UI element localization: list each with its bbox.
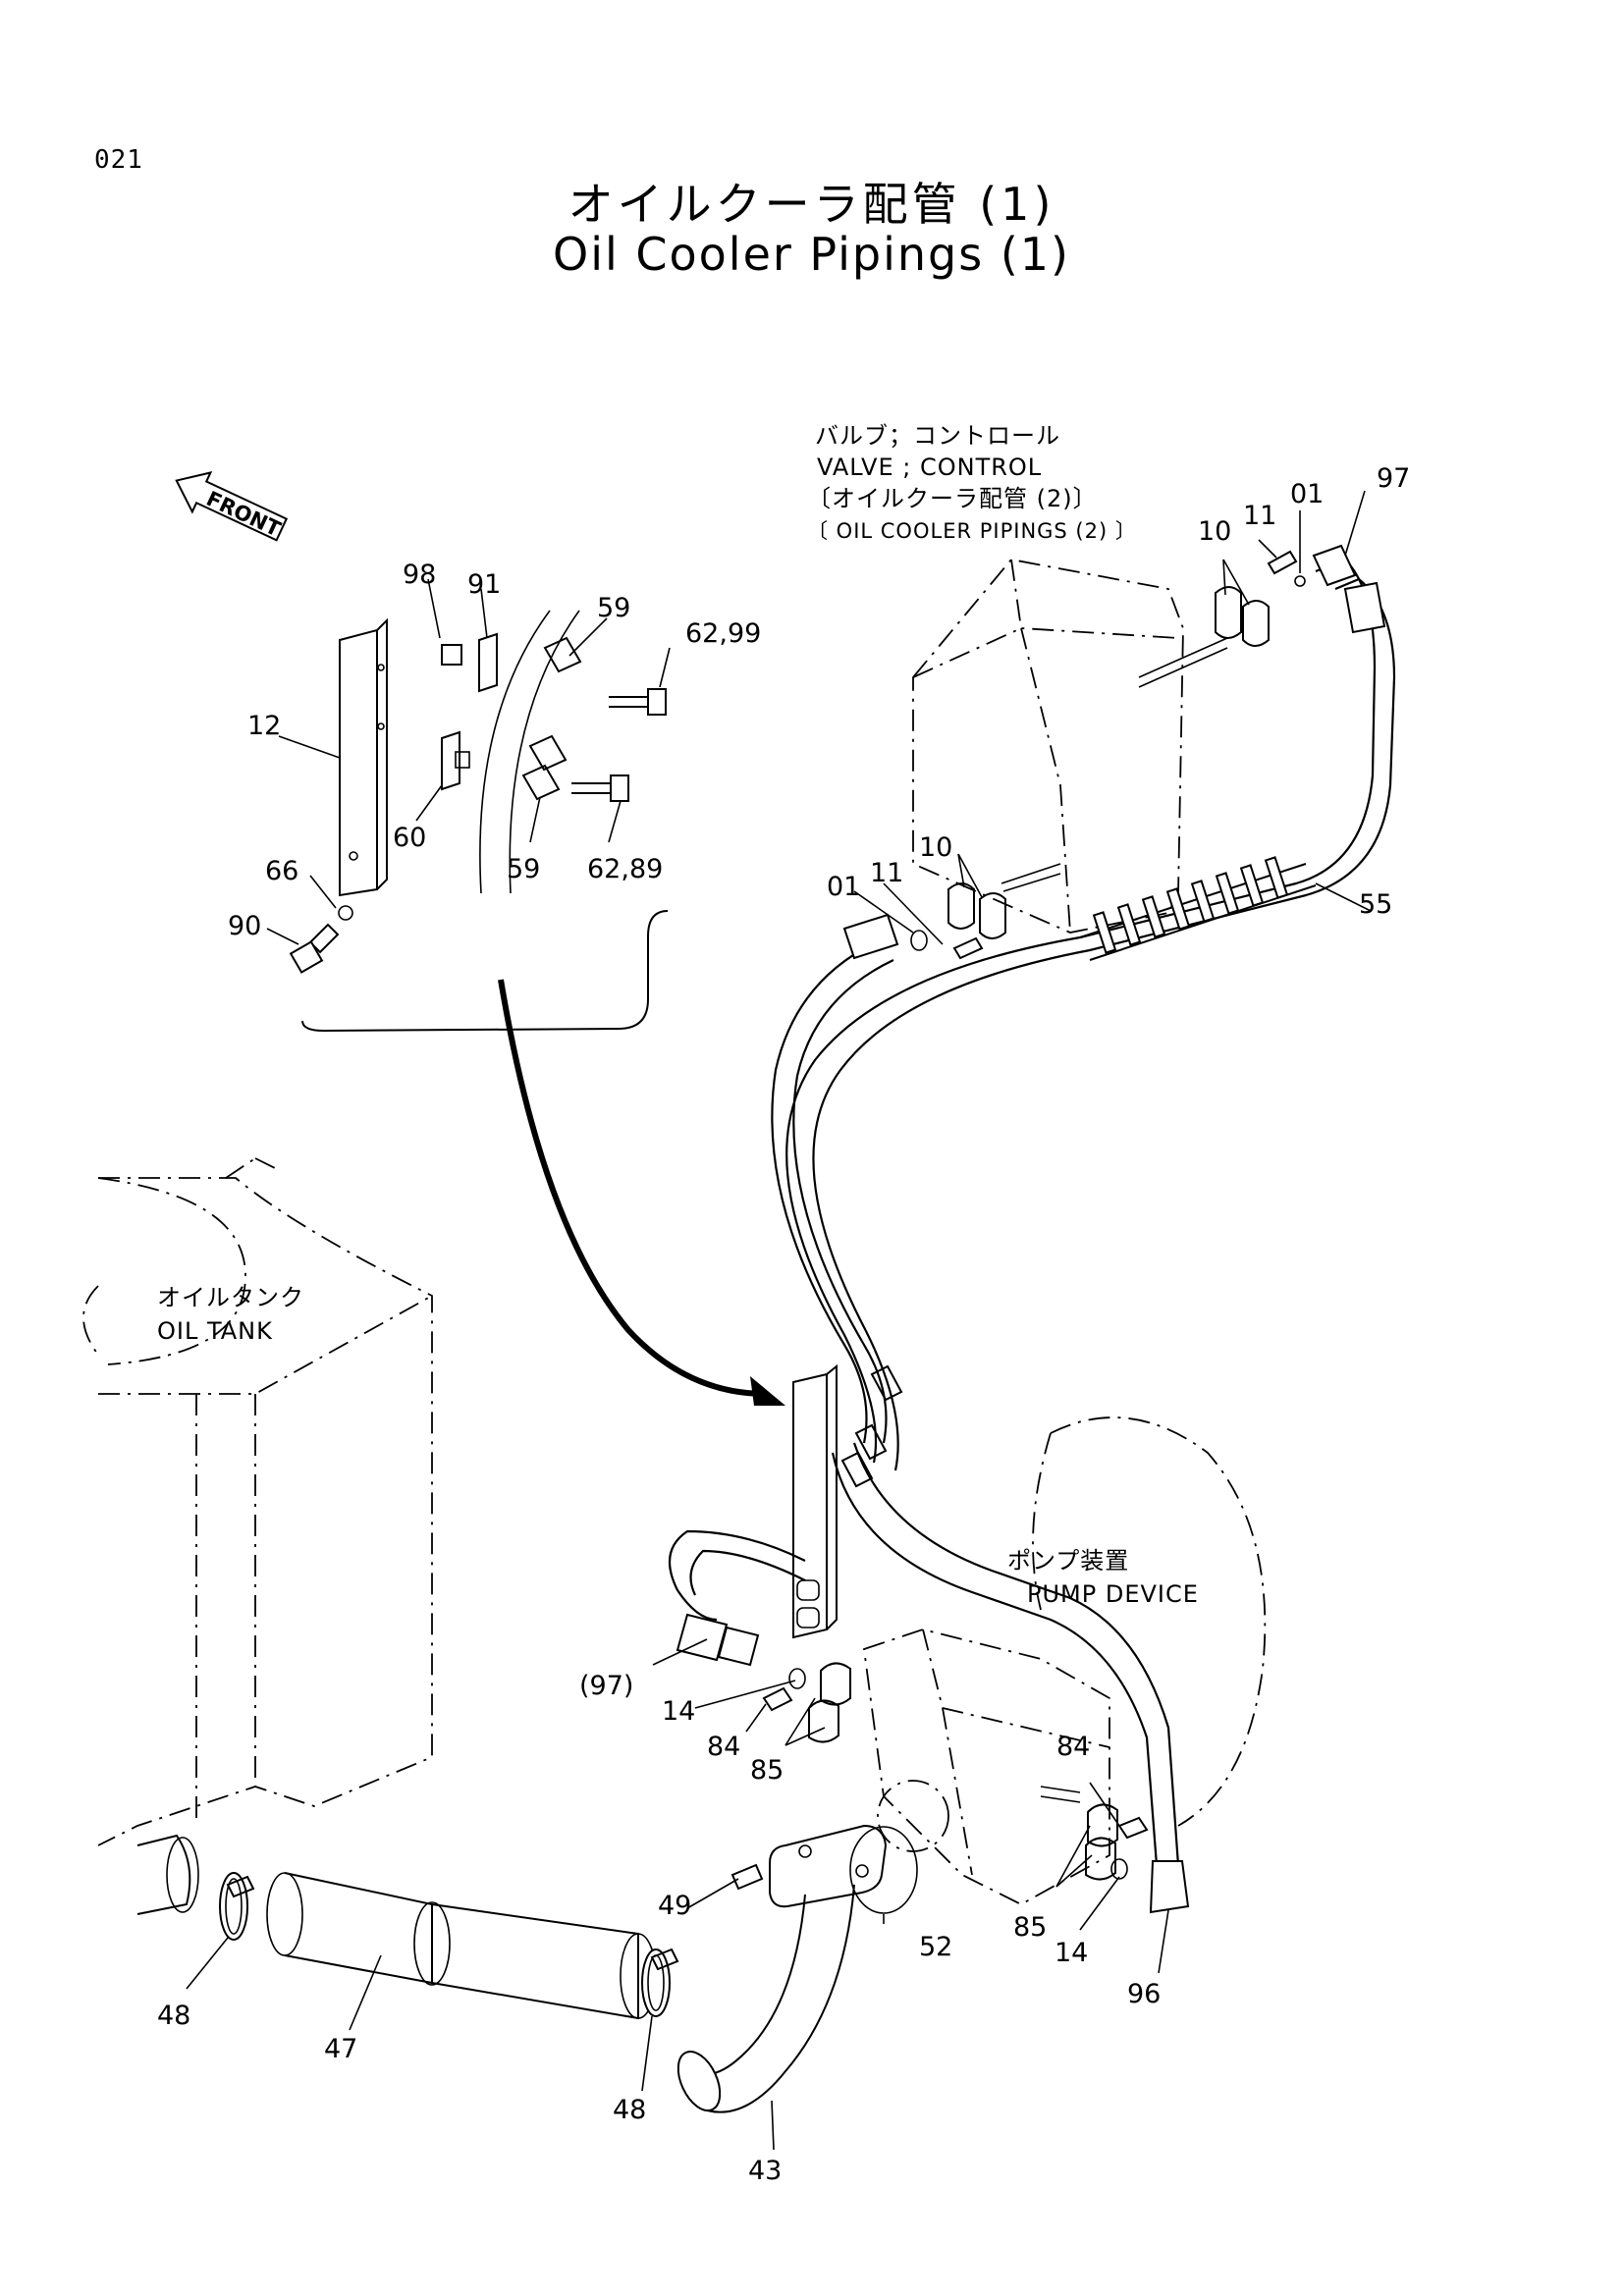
callout-label: 98: [403, 560, 436, 590]
pump-device: [863, 1416, 1267, 1906]
note-ref-en: 〔 OIL COOLER PIPINGS (2) 〕: [807, 519, 1137, 543]
note-tank-jp: オイルタンク: [157, 1284, 304, 1311]
bolt-pump-left: [762, 1686, 793, 1712]
callout-label: 85: [1013, 1912, 1047, 1943]
o-ring-pump-left: [788, 1668, 806, 1689]
callout-label: 43: [748, 2156, 782, 2186]
split-flange-pump-right: [1087, 1803, 1118, 1847]
split-flange-upper: [1215, 586, 1242, 639]
callout-label: 84: [707, 1732, 740, 1762]
hoses: [668, 544, 1396, 1914]
callout-label: 62,99: [685, 618, 761, 649]
callout-label: 59: [507, 854, 540, 884]
callout-label: 12: [247, 711, 281, 741]
callout-label: 62,89: [587, 854, 663, 884]
note-valve-en: VALVE ; CONTROL: [817, 454, 1042, 481]
split-flange-pump-right-2: [1085, 1837, 1116, 1881]
bolt-mid: [952, 936, 984, 960]
split-flange-pump-left-2: [808, 1699, 839, 1743]
callout-label: 01: [1290, 479, 1324, 509]
o-ring-pump-right: [1110, 1858, 1128, 1880]
callout-label: 60: [393, 823, 426, 853]
callout-label: 66: [265, 856, 298, 886]
callout-label: 14: [662, 1696, 695, 1727]
front-arrow-label: FRONT: [202, 487, 285, 542]
oil-tank: [82, 1157, 433, 1846]
callout-label: 14: [1055, 1938, 1088, 1968]
note-ref-jp: 〔オイルクーラ配管 (2)〕: [807, 485, 1098, 512]
split-flange-mid: [947, 882, 975, 930]
note-pump-jp: ポンプ装置: [1007, 1547, 1129, 1575]
o-ring-upper: [1294, 575, 1306, 587]
split-flange-upper-2: [1242, 600, 1270, 647]
page-title-english: Oil Cooler Pipings (1): [553, 228, 1070, 281]
callout-label: 47: [324, 2034, 357, 2064]
front-arrow-icon: FRONT: [175, 471, 289, 542]
callout-label: 11: [870, 858, 903, 888]
callout-label: 97: [1377, 463, 1410, 494]
callout-label: 48: [157, 2001, 190, 2031]
callout-label: 10: [919, 832, 952, 863]
callout-label: 48: [613, 2095, 646, 2125]
page-title-japanese: オイルクーラ配管 (1): [568, 178, 1055, 231]
callout-label: 55: [1359, 889, 1392, 920]
callout-label: 01: [827, 872, 860, 902]
callout-label: 91: [467, 569, 501, 600]
callout-label: 49: [658, 1891, 691, 1921]
note-pump-en: PUMP DEVICE: [1027, 1580, 1199, 1608]
callout-label: 84: [1056, 1732, 1090, 1762]
leader-lines: [186, 490, 1372, 2151]
split-flange-pump-left: [820, 1662, 851, 1706]
bolt-pump-right: [1117, 1816, 1149, 1840]
callout-label: 10: [1198, 516, 1231, 547]
detail-inset: [266, 578, 785, 1406]
split-flange-mid-2: [979, 892, 1006, 939]
callout-label: 52: [919, 1932, 952, 1962]
control-valve: [912, 559, 1228, 934]
note-tank-en: OIL TANK: [157, 1317, 273, 1345]
page-number: 021: [94, 145, 143, 175]
callout-label: (97): [579, 1671, 633, 1701]
callout-label: 96: [1127, 1979, 1161, 2009]
bracket-main: [792, 1363, 903, 1639]
o-ring-mid: [910, 930, 928, 951]
callout-label: 11: [1243, 501, 1276, 531]
suction-pipe: [676, 1824, 918, 2113]
callout-label: 85: [750, 1755, 784, 1786]
hose-47: [136, 1834, 679, 2020]
callout-label: 90: [228, 911, 261, 941]
bolt-upper: [1267, 550, 1298, 575]
callout-label: 59: [597, 593, 630, 623]
note-valve-jp: バルブ；コントロール: [815, 422, 1060, 450]
